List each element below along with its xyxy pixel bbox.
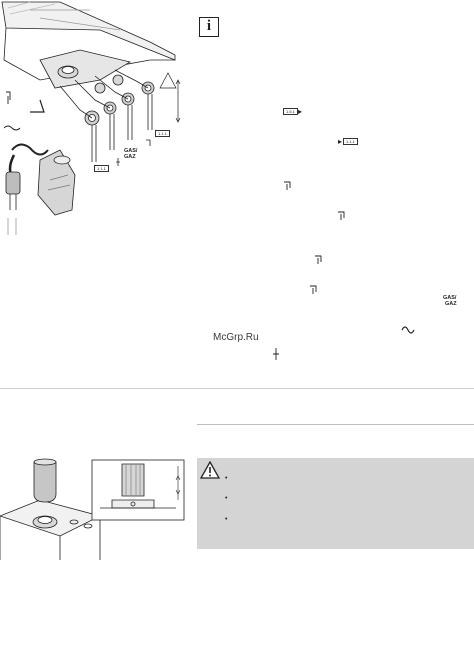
arrow-right-icon: ▸ [298,107,303,116]
siphon-fill-illustration [0,458,185,560]
gaz-label: GAZ [124,154,136,160]
warning-bullet: • [225,495,228,502]
figure-ref-label-a: 1.1.1 [94,165,109,172]
gas-label-right: GAS/ [443,295,457,301]
boiler-connections-illustration [1,1,181,235]
text-ref-2: 1.1.1 [343,138,358,145]
column-divider [197,424,474,425]
section-divider [0,388,474,389]
watermark: McGrp.Ru [213,332,259,343]
gaz-label-right: GAZ [445,301,457,307]
arrow-right-icon: ▸ [338,137,343,146]
warning-panel [197,458,474,549]
text-ref-1: 1.6.1 [283,108,298,115]
warning-triangle-icon [200,461,220,479]
warning-bullet: • [225,516,228,523]
warning-bullet: • [225,475,228,482]
siphon-wave-icon [401,326,415,334]
pipe-symbol-icons [273,181,345,360]
figure-ref-label-b: 1.1.1 [155,130,170,137]
info-icon: i [199,17,219,37]
gas-label: GAS/ [124,148,138,154]
